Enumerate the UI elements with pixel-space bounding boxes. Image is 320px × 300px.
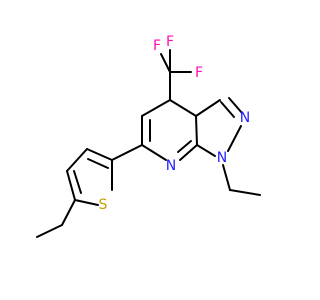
- bond-ch2-ch3: [229, 189, 261, 196]
- bond-c3-n2: [220, 101, 235, 118]
- bond-thio-c2-c3-double: [87, 158, 109, 169]
- bond-thio-c2-c3: [86, 148, 113, 161]
- bond-thio-c4-c5: [66, 170, 76, 201]
- bond-c3a-c3: [195, 99, 221, 117]
- bond-c4-c3a: [169, 99, 197, 117]
- bond-c3a-c7a: [195, 115, 198, 146]
- bond-n1-ch2: [222, 164, 231, 191]
- fluorine-atom-3: F: [166, 34, 174, 50]
- bond-pyridine-thiophene: [111, 144, 143, 161]
- bond-group: [36, 49, 261, 238]
- bond-c6-n7: [141, 144, 167, 161]
- bond-thiophene-ethyl-ch3: [36, 224, 63, 238]
- molecule-structure: F F F N N N S: [36, 34, 261, 238]
- bond-c3-n2-double: [228, 97, 243, 114]
- fluorine-atom-1: F: [153, 38, 161, 54]
- pyrazole-nitrogen-atom: N: [240, 110, 250, 126]
- bond-n1-n2: [227, 125, 242, 152]
- thiophene-sulfur-atom: S: [99, 197, 108, 213]
- bond-c7a-n1: [196, 144, 216, 157]
- bond-thio-c4-c5-double: [73, 170, 82, 194]
- pyridine-nitrogen-atom: N: [166, 158, 176, 174]
- bond-thio-c5-s: [74, 199, 99, 206]
- bond-n7-c7a-double: [177, 140, 192, 153]
- bond-n7-c7a: [179, 144, 198, 161]
- bond-c4-c5: [141, 99, 171, 117]
- bond-c-f1: [160, 53, 171, 73]
- ethyl-nitrogen-atom: N: [217, 150, 227, 166]
- bond-thiophene-ethyl-ch2: [61, 199, 76, 226]
- fluorine-atom-2: F: [195, 65, 203, 81]
- atom-labels: F F F N N N S: [99, 34, 251, 213]
- bond-thio-c3-c4: [66, 148, 88, 172]
- molecule-canvas: F F F N N N S: [36, 34, 261, 238]
